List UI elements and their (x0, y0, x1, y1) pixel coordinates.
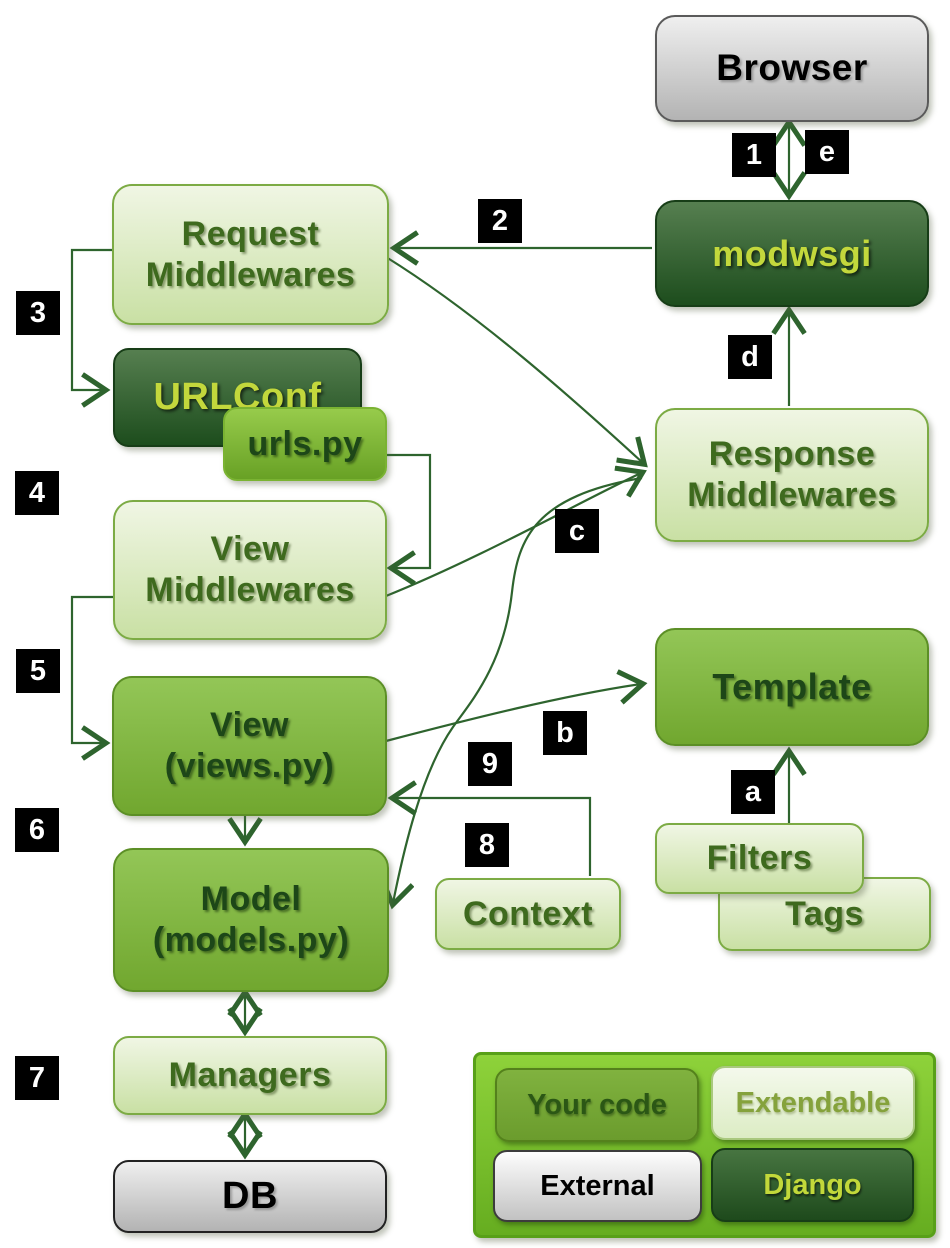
node-response-middlewares: Response Middlewares (655, 408, 929, 542)
node-urls-py: urls.py (223, 407, 387, 481)
step-badge-d: d (728, 335, 772, 379)
node-view-label: View (views.py) (164, 706, 335, 785)
legend-your-code: Your code (495, 1068, 699, 1142)
step-badge-6: 6 (15, 808, 59, 852)
edge-request-middlewares-response-middlewares (385, 256, 643, 463)
legend-external: External (493, 1150, 702, 1222)
edge-view-template-b (385, 684, 641, 743)
node-template: Template (655, 628, 929, 746)
node-tags-label: Tags (785, 894, 864, 933)
legend-django: Django (711, 1148, 914, 1222)
step-badge-8: 8 (465, 823, 509, 867)
node-browser-label: Browser (716, 47, 868, 89)
node-model-label: Model (models.py) (152, 880, 350, 959)
node-browser: Browser (655, 15, 929, 122)
node-filters-label: Filters (706, 839, 813, 878)
step-badge-7: 7 (15, 1056, 59, 1100)
step-badge-c: c (555, 509, 599, 553)
legend-django-label: Django (763, 1168, 862, 1201)
node-modwsgi: modwsgi (655, 200, 929, 307)
node-managers: Managers (113, 1036, 387, 1115)
node-request-middlewares: Request Middlewares (112, 184, 389, 325)
edge-view-middlewares-view (70, 595, 113, 743)
step-badge-1: 1 (732, 133, 776, 177)
node-db: DB (113, 1160, 387, 1233)
node-urls-py-label: urls.py (247, 424, 363, 463)
node-modwsgi-label: modwsgi (712, 232, 872, 274)
step-badge-9: 9 (468, 742, 512, 786)
edge-view-middlewares-response-middlewares-c (385, 473, 641, 598)
step-badge-4: 4 (15, 471, 59, 515)
legend-external-label: External (540, 1169, 655, 1202)
node-response-middlewares-label: Response Middlewares (687, 435, 897, 514)
node-context: Context (435, 878, 621, 950)
legend-panel: Your code Extendable External Django (473, 1052, 936, 1238)
legend-your-code-label: Your code (527, 1088, 667, 1121)
node-context-label: Context (462, 894, 594, 933)
step-badge-a: a (731, 770, 775, 814)
node-request-middlewares-label: Request Middlewares (145, 214, 356, 294)
edge-response-middlewares-model-9 (393, 476, 643, 903)
step-badge-2: 2 (478, 199, 522, 243)
edge-urlspy-view-middlewares (385, 453, 432, 568)
step-badge-e: e (805, 130, 849, 174)
node-model: Model (models.py) (113, 848, 389, 992)
node-view-middlewares: View Middlewares (113, 500, 387, 640)
step-badge-3: 3 (16, 291, 60, 335)
node-managers-label: Managers (168, 1056, 332, 1095)
legend-extendable-label: Extendable (735, 1086, 891, 1119)
legend-extendable: Extendable (711, 1066, 915, 1140)
edge-request-middlewares-urlconf (70, 248, 113, 390)
step-badge-5: 5 (16, 649, 60, 693)
edge-context-view (394, 798, 592, 876)
node-filters: Filters (655, 823, 864, 894)
step-badge-b: b (543, 711, 587, 755)
node-view: View (views.py) (112, 676, 387, 816)
node-db-label: DB (222, 1174, 278, 1217)
node-view-middlewares-label: View Middlewares (145, 530, 355, 609)
node-template-label: Template (712, 666, 872, 708)
